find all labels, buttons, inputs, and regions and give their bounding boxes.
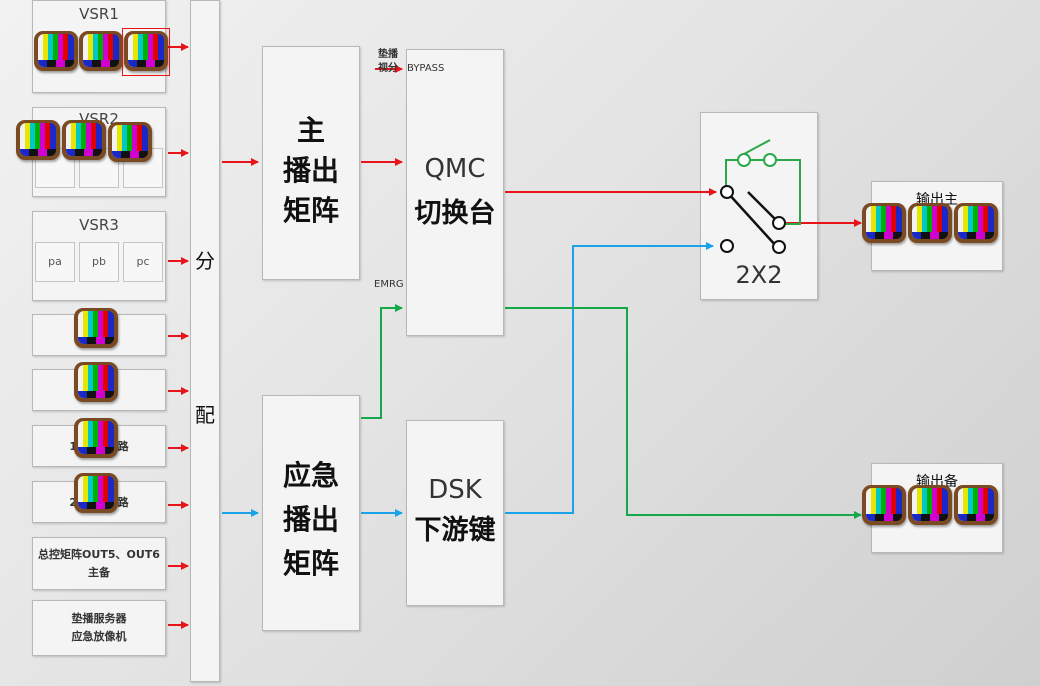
qmc-switcher: QMC 切换台	[406, 49, 504, 336]
distributor-char-2: 配	[195, 403, 215, 427]
bypass-label: BYPASS	[407, 63, 445, 74]
emergency-matrix-line2: 播出	[282, 503, 339, 536]
switch-2x2: 2X2	[700, 112, 818, 300]
dsk-line2: 下游键	[414, 515, 496, 546]
source-9: 垫播服务器 应急放像机	[32, 600, 166, 656]
main-matrix-line3: 矩阵	[282, 194, 339, 227]
color-bar-tv-icon	[954, 203, 998, 243]
emrg-label: EMRG	[374, 279, 404, 290]
color-bar-tv-icon	[908, 485, 952, 525]
source-9-line1: 垫播服务器	[71, 612, 127, 625]
source-8-line2: 主备	[88, 566, 110, 579]
vsr3-cell-pb: pb	[79, 242, 119, 282]
bypass-source-label-2: 视分	[378, 63, 398, 74]
color-bar-tv-icon	[16, 120, 60, 160]
qmc-line1: QMC	[424, 154, 486, 184]
dsk-line1: DSK	[428, 475, 482, 505]
arrow-icon	[505, 242, 714, 514]
color-bar-tv-icon	[862, 485, 906, 525]
switch-label: 2X2	[735, 261, 783, 289]
dsk-downstream-keyer: DSK 下游键	[406, 420, 504, 606]
vsr3-cell-pc: pc	[123, 242, 163, 282]
qmc-line2: 切换台	[414, 198, 496, 229]
source-9-line2: 应急放像机	[71, 630, 127, 643]
distributor-char-1: 分	[195, 249, 215, 273]
source-8: 总控矩阵OUT5、OUT6 主备	[32, 537, 166, 590]
source-vsr3-title: VSR3	[79, 216, 119, 234]
bypass-source-label-1: 垫播	[378, 49, 398, 60]
color-bar-tv-icon	[74, 308, 118, 348]
emergency-playout-matrix: 应急 播出 矩阵	[262, 395, 360, 631]
vsr3-cell-pa: pa	[35, 242, 75, 282]
color-bar-tv-icon	[34, 31, 78, 71]
emergency-matrix-line3: 矩阵	[282, 547, 339, 580]
distributor: 分 配	[190, 0, 220, 682]
main-matrix-line1: 主	[296, 114, 325, 147]
main-playout-matrix: 主 播出 矩阵	[262, 46, 360, 280]
color-bar-tv-icon	[79, 31, 123, 71]
emergency-matrix-line1: 应急	[282, 459, 339, 492]
arrow-icon	[361, 304, 403, 419]
color-bar-tv-icon	[74, 473, 118, 513]
source-vsr1-title: VSR1	[79, 5, 119, 23]
color-bar-tv-icon	[74, 362, 118, 402]
color-bar-tv-icon	[62, 120, 106, 160]
color-bar-tv-icon	[124, 31, 168, 71]
source-vsr3: VSR3 pa pb pc	[32, 211, 166, 301]
source-8-line1: 总控矩阵OUT5、OUT6	[38, 548, 160, 561]
color-bar-tv-icon	[108, 122, 152, 162]
switch-icon	[720, 139, 801, 254]
main-matrix-line2: 播出	[282, 154, 339, 187]
color-bar-tv-icon	[862, 203, 906, 243]
color-bar-tv-icon	[908, 203, 952, 243]
selection-frame	[122, 28, 170, 76]
color-bar-tv-icon	[74, 418, 118, 458]
arrow-icon	[505, 307, 862, 519]
color-bar-tv-icon	[954, 485, 998, 525]
